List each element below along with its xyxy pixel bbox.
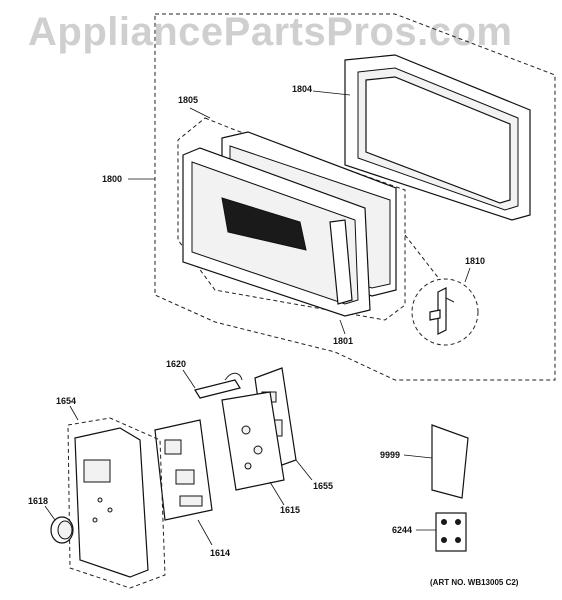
callout-1618: 1618: [28, 496, 48, 506]
latch-link-line: [404, 234, 441, 281]
leader-1614: [197, 519, 213, 546]
display-circuit-board-part: [154, 419, 213, 521]
leader-1655: [295, 459, 313, 481]
callout-1615: 1615: [280, 505, 300, 515]
callout-1614: 1614: [210, 548, 230, 558]
door-front-part: [182, 147, 371, 317]
control-panel-part: [74, 427, 149, 578]
callout-1805: 1805: [178, 95, 198, 105]
keypad-circuit-board-part: [221, 391, 285, 491]
leader-1805: [189, 107, 211, 119]
callout-1804: 1804: [292, 84, 312, 94]
callout-1801: 1801: [333, 336, 353, 346]
callout-1800: 1800: [102, 174, 122, 184]
leader-1804: [312, 90, 351, 96]
leader-9999: [403, 454, 433, 459]
door-frame-part: [344, 54, 531, 221]
literature-part: [431, 424, 469, 499]
knob-part: [50, 516, 74, 544]
callout-1655: 1655: [313, 481, 333, 491]
watermark-text: AppliancePartsPros.com: [28, 10, 513, 54]
wire-harness-part: [194, 372, 243, 399]
leader-1810: [464, 267, 471, 283]
door-assembly-group-outline: [154, 13, 556, 381]
callout-9999: 9999: [380, 450, 400, 460]
screws-part: [435, 512, 467, 552]
callout-6244: 6244: [392, 525, 412, 535]
latch-part: [429, 287, 455, 335]
art-number-label: (ART NO. WB13005 C2): [430, 578, 519, 587]
control-panel-group-outline: [67, 417, 166, 589]
callout-1654: 1654: [56, 396, 76, 406]
leader-1615: [269, 481, 285, 506]
latch-group-outline: [411, 278, 479, 346]
callout-1810: 1810: [465, 256, 485, 266]
leader-1801: [339, 319, 346, 335]
callout-1620: 1620: [166, 359, 186, 369]
leader-1620: [182, 369, 196, 389]
leader-1654: [69, 405, 79, 421]
leader-1618: [44, 505, 56, 521]
